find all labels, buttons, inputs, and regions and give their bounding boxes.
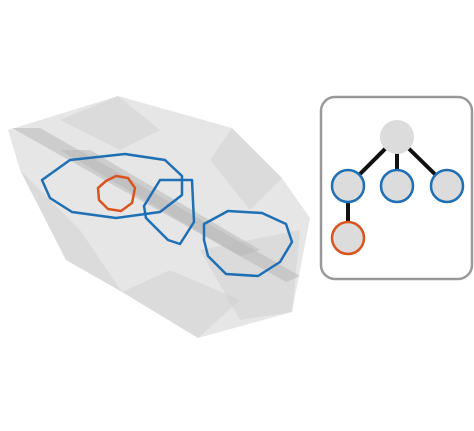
inner-cluster-outline <box>96 174 137 213</box>
hull-facet-1 <box>60 96 160 150</box>
tree-panel-border <box>319 95 474 281</box>
hull-group <box>8 96 310 338</box>
cluster-outline-a <box>40 152 184 220</box>
data-streak-2 <box>60 150 260 256</box>
cluster-outline-c <box>202 209 294 278</box>
tree-node-leaf-1 <box>330 220 366 256</box>
tree-node-child-2 <box>379 168 415 204</box>
tree-node-child-3 <box>429 168 465 204</box>
hull-facet-5 <box>122 270 240 338</box>
tree-node-child-1 <box>330 168 366 204</box>
tree-node-root <box>380 120 414 154</box>
hull-facet-4 <box>210 128 282 210</box>
cluster-outlines <box>40 152 294 278</box>
tree-panel <box>319 95 474 281</box>
hull-facet-3 <box>20 170 122 292</box>
cluster-outline-b <box>142 178 196 246</box>
